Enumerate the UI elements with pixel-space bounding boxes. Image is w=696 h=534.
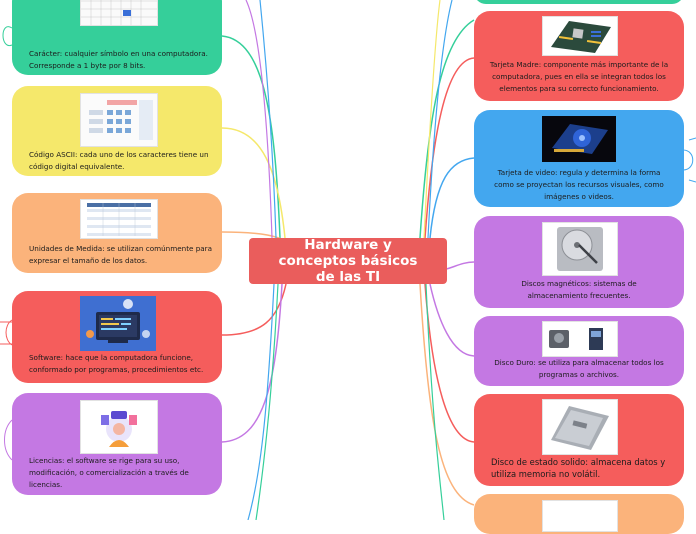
node-tarjeta-madre-text: Tarjeta Madre: componente más importante… — [489, 60, 669, 93]
node-ascii[interactable]: Código ASCII: cada uno de los caracteres… — [12, 86, 222, 176]
node-tarjeta-video[interactable]: Tarjeta de video: regula y determina la … — [474, 110, 684, 207]
node-discos-magneticos[interactable]: Discos magnéticos: sistemas de almacenam… — [474, 216, 684, 308]
node-ssd[interactable]: Disco de estado solido: almacena datos y… — [474, 394, 684, 486]
node-software-text: Software: hace que la computadora funcio… — [29, 353, 204, 374]
license-illustration — [80, 400, 158, 454]
node-discos-magneticos-text: Discos magnéticos: sistemas de almacenam… — [521, 279, 637, 300]
bottom-image — [542, 500, 618, 532]
graphics-card-image — [542, 116, 616, 162]
character-table-image — [80, 0, 158, 26]
node-unidades[interactable]: Unidades de Medida: se utilizan comúnmen… — [12, 193, 222, 273]
ssd-image — [542, 399, 618, 455]
node-tarjeta-video-text: Tarjeta de video: regula y determina la … — [494, 168, 664, 201]
central-topic[interactable]: Hardware y conceptos básicos de las TI — [249, 237, 447, 285]
node-ascii-text: Código ASCII: cada uno de los caracteres… — [29, 150, 209, 171]
node-caracter-text: Carácter: cualquier símbolo en una compu… — [29, 49, 208, 70]
node-licencias[interactable]: Licencias: el software se rige para su u… — [12, 393, 222, 495]
node-licencias-text: Licencias: el software se rige para su u… — [29, 456, 189, 489]
node-top-green[interactable] — [474, 0, 684, 4]
calculator-image — [80, 93, 158, 147]
magnetic-disk-image — [542, 222, 618, 276]
node-unidades-text: Unidades de Medida: se utilizan comúnmen… — [29, 244, 213, 265]
node-disco-duro-text: Disco Duro: se utiliza para almacenar to… — [494, 358, 664, 379]
node-ssd-text: Disco de estado solido: almacena datos y… — [491, 457, 666, 479]
units-table-image — [80, 199, 158, 239]
motherboard-image — [542, 16, 618, 56]
node-caracter[interactable]: Carácter: cualquier símbolo en una compu… — [12, 0, 222, 75]
central-topic-title: Hardware y conceptos básicos de las TI — [278, 237, 418, 285]
node-disco-duro[interactable]: Disco Duro: se utiliza para almacenar to… — [474, 316, 684, 386]
node-software[interactable]: Software: hace que la computadora funcio… — [12, 291, 222, 383]
node-tarjeta-madre[interactable]: Tarjeta Madre: componente más importante… — [474, 11, 684, 101]
hard-drive-image — [542, 321, 618, 357]
connector-lines — [0, 0, 696, 520]
node-bottom-orange[interactable] — [474, 494, 684, 534]
software-illustration — [80, 296, 156, 351]
